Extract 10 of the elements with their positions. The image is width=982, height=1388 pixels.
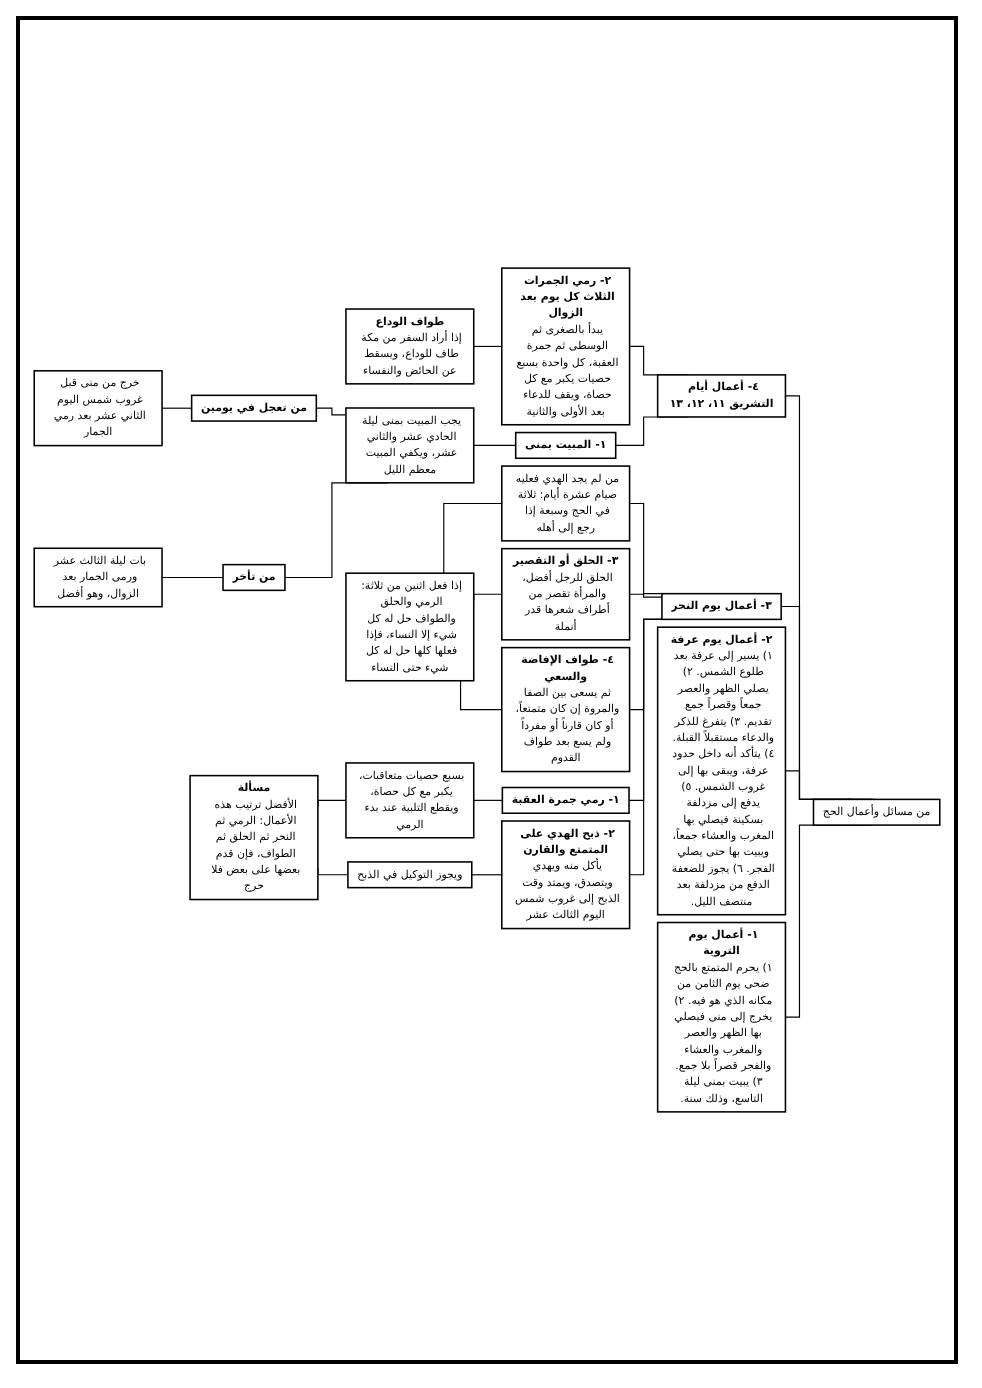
connector — [161, 407, 193, 409]
connector — [443, 502, 503, 574]
connector — [460, 680, 503, 711]
connector — [629, 593, 663, 598]
connector — [161, 576, 224, 579]
connector — [473, 799, 503, 801]
connector — [471, 874, 503, 876]
connector — [473, 345, 503, 348]
connector — [315, 407, 347, 416]
connector — [473, 444, 517, 446]
